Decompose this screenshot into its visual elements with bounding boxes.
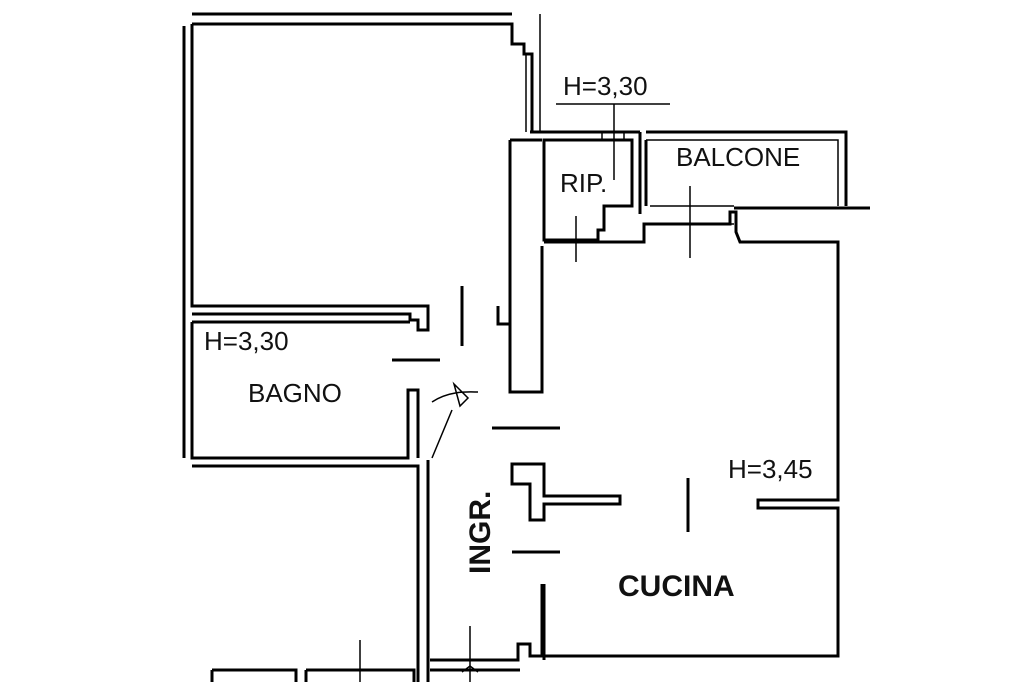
storage-room: [530, 103, 670, 262]
kitchen: [510, 210, 840, 660]
cucina-height-label: H=3,45: [728, 454, 813, 484]
bagno-height-label: H=3,30: [204, 326, 289, 356]
bagno-label: BAGNO: [248, 378, 342, 408]
balcone-label: BALCONE: [676, 142, 800, 172]
lower-walls: [210, 665, 479, 682]
ripostiglio-height-label: H=3,30: [563, 71, 648, 101]
cucina-label: CUCINA: [618, 570, 735, 603]
ripostiglio-label: RIP.: [560, 168, 607, 198]
corridor-walls: [359, 138, 560, 682]
balcony: [644, 130, 870, 258]
ingresso-label: INGR.: [464, 491, 497, 574]
upper-left-room: [182, 12, 541, 458]
bathroom: [190, 320, 440, 682]
